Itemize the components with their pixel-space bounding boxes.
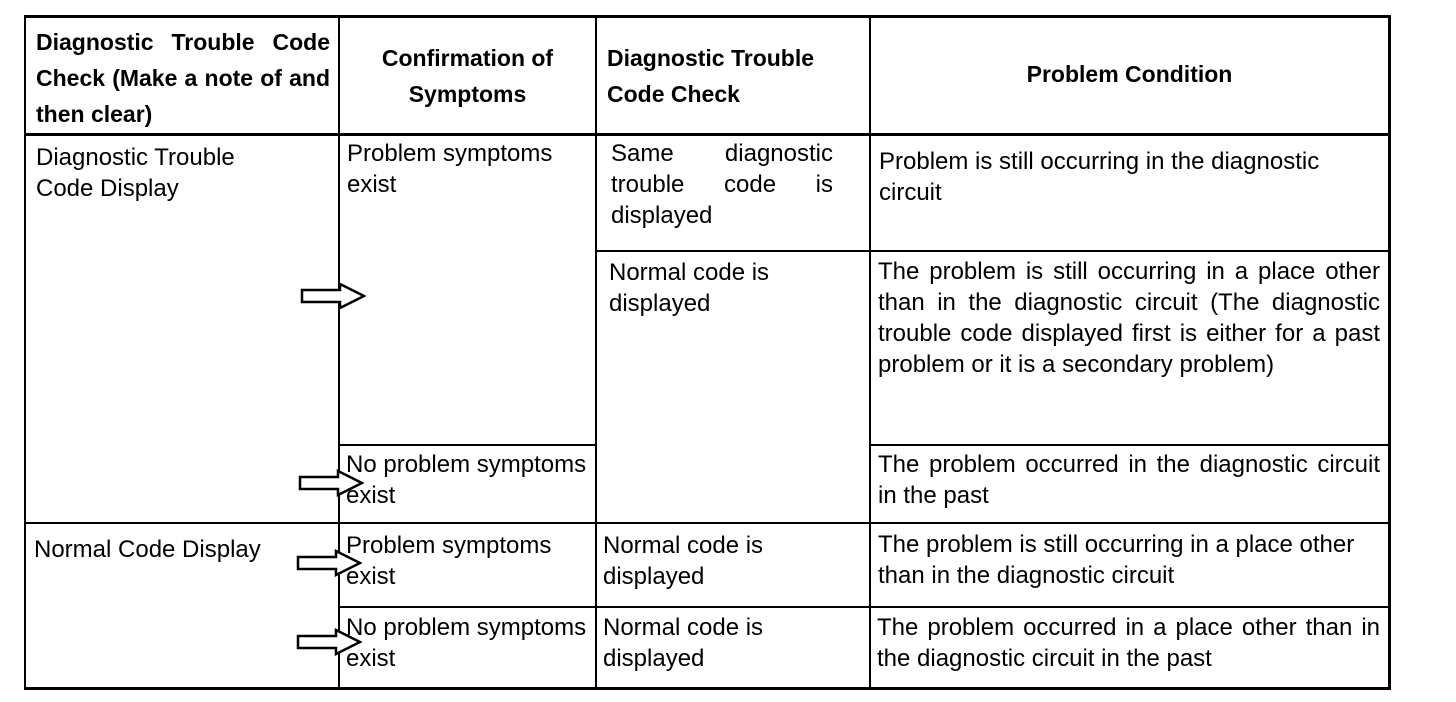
right-arrow-icon — [296, 549, 362, 577]
col-line-3 — [869, 15, 871, 690]
condition-other-place: The problem is still occurring in a plac… — [871, 252, 1388, 444]
row-line-2a — [340, 444, 597, 446]
condition-past-diagnostic: The problem occurred in the diagnostic c… — [871, 446, 1388, 522]
symptoms-exist-cell: Problem symptoms exist — [340, 136, 595, 444]
border-right — [1388, 15, 1391, 690]
normal-code-display-label: Normal Code Display — [26, 524, 338, 687]
header-dtc-check: Diagnostic Trouble Code Check — [597, 18, 869, 133]
same-code-cell: Same diagnostic trouble code is displaye… — [597, 136, 869, 250]
header-confirmation-of-symptoms: Confirmation of Symptoms — [340, 18, 595, 133]
no-symptoms-cell: No problem symptoms exist — [340, 446, 595, 522]
normal-code-cell: Normal code is displayed — [597, 252, 869, 522]
row-line-1 — [597, 250, 1390, 252]
row-line-2b — [869, 444, 1390, 446]
header-problem-condition: Problem Condition — [871, 18, 1388, 133]
row-line-3 — [338, 606, 1390, 608]
symptoms-exist-cell-normal: Problem symptoms exist — [340, 524, 595, 606]
header-dtc-check-note: Diagnostic Trouble Code Check (Make a no… — [26, 18, 338, 133]
right-arrow-icon — [298, 469, 364, 497]
dtc-display-label: Diagnostic Trouble Code Display — [26, 136, 338, 522]
right-arrow-icon — [296, 628, 362, 656]
condition-diagnostic-circuit: Problem is still occurring in the diagno… — [871, 136, 1388, 250]
border-header-bottom — [24, 133, 1390, 136]
right-arrow-icon — [300, 282, 366, 310]
col-line-2 — [595, 15, 597, 690]
normal-code-cell-2: Normal code is displayed — [597, 524, 869, 606]
border-left — [24, 15, 26, 690]
condition-other-place-normal: The problem is still occurring in a plac… — [871, 524, 1388, 606]
condition-past-other-place: The problem occurred in a place other th… — [871, 608, 1388, 687]
group-line — [24, 522, 1390, 524]
col-line-1 — [338, 15, 340, 690]
border-top — [24, 15, 1390, 18]
border-bottom — [24, 687, 1390, 690]
no-symptoms-cell-normal: No problem symptoms exist — [340, 608, 595, 687]
normal-code-cell-3: Normal code is displayed — [597, 608, 869, 687]
